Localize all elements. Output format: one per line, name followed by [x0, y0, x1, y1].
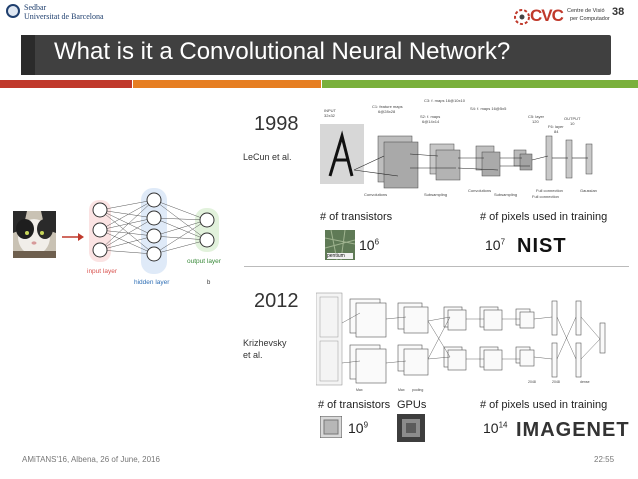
svg-text:S4: f. maps 16@5x5: S4: f. maps 16@5x5 — [470, 106, 507, 111]
svg-text:C1: feature maps: C1: feature maps — [372, 104, 403, 109]
stripe-green — [322, 80, 638, 88]
svg-text:84: 84 — [554, 129, 559, 134]
pentium-chip-image — [324, 229, 356, 261]
transistors-value-1998: 106 — [359, 237, 379, 253]
svg-text:Convolutions: Convolutions — [468, 188, 491, 193]
year-2012: 2012 — [254, 290, 299, 312]
svg-text:120: 120 — [532, 119, 539, 124]
cvc-wordmark: CVC — [530, 6, 564, 25]
pixels-value-2012: 1014 — [483, 420, 507, 436]
svg-text:Gaussian: Gaussian — [580, 188, 597, 193]
pixels-exp-2012: 14 — [498, 420, 508, 430]
svg-text:Convolutions: Convolutions — [364, 192, 387, 197]
transistors-base-1998: 10 — [359, 237, 375, 253]
transistors-label-2012: # of transistors — [318, 399, 391, 411]
neural-network-diagram — [85, 186, 235, 288]
transistors-value-2012: 109 — [348, 420, 368, 436]
svg-text:Max: Max — [398, 388, 405, 392]
title-accent — [21, 35, 35, 75]
cvc-subtitle-2: per Computador — [570, 16, 610, 22]
transistors-label-1998: # of transistors — [320, 211, 393, 223]
transistors-exp-1998: 6 — [374, 237, 380, 247]
gpu-chip-image — [397, 414, 425, 442]
svg-text:Subsampling: Subsampling — [424, 192, 447, 197]
svg-text:INPUT: INPUT — [324, 108, 337, 113]
svg-text:Full connection: Full connection — [532, 194, 559, 199]
svg-text:6@14x14: 6@14x14 — [422, 119, 440, 124]
stripe-red — [0, 80, 132, 88]
footer-time: 22:55 — [594, 455, 615, 464]
arrow-icon — [62, 229, 84, 247]
title-bar — [21, 35, 611, 75]
svg-text:32x32: 32x32 — [324, 113, 336, 118]
transistors-exp-2012: 9 — [363, 420, 369, 430]
svg-text:dense: dense — [580, 380, 590, 384]
stripe-orange — [133, 80, 321, 88]
cvc-logo-mark-icon — [514, 9, 530, 25]
svg-text:2048: 2048 — [528, 380, 536, 384]
output-layer-label: output layer — [187, 258, 221, 265]
alexnet-figure: Max Max pooling 2048 2048 dense — [315, 283, 630, 395]
hidden-layer-label: hidden layer — [134, 279, 170, 286]
svg-text:Subsampling: Subsampling — [494, 192, 517, 197]
pixels-label-2012: # of pixels used in training — [480, 399, 608, 411]
transistors-base-2012: 10 — [348, 420, 364, 436]
author-krizhevsky-line1: Krizhevsky — [243, 338, 287, 348]
b-label: b — [207, 280, 211, 286]
cvc-subtitle-1: Centre de Visió — [567, 8, 605, 14]
svg-text:10: 10 — [570, 121, 575, 126]
footer-event: AMiTANS'16, Albena, 26 of June, 2016 — [22, 455, 160, 464]
svg-text:Max: Max — [356, 388, 363, 392]
cvc-logo — [512, 4, 618, 30]
university-seal-icon — [6, 4, 20, 18]
pixels-label-1998: # of pixels used in training — [480, 211, 608, 223]
pixels-exp-1998: 7 — [500, 237, 506, 247]
svg-text:C3: f. maps 16@10x10: C3: f. maps 16@10x10 — [424, 98, 466, 103]
university-name: Universitat de Barcelona — [24, 12, 104, 21]
year-1998: 1998 — [254, 113, 299, 135]
input-layer-label: input layer — [87, 268, 117, 275]
slide-title: What is it a Convolutional Neural Networ… — [54, 38, 511, 65]
cpu-chip-image — [319, 415, 343, 439]
university-name-line0: Sedbar — [24, 3, 47, 12]
imagenet-logo: IMAGENET — [516, 419, 630, 441]
gpus-label: GPUs — [397, 399, 427, 411]
panel-divider — [244, 266, 629, 267]
svg-text:OUTPUT: OUTPUT — [564, 116, 581, 121]
svg-text:2048: 2048 — [552, 380, 560, 384]
svg-text:F6: layer: F6: layer — [548, 124, 564, 129]
svg-text:pooling: pooling — [412, 388, 423, 392]
svg-text:S2: f. maps: S2: f. maps — [420, 114, 440, 119]
slide-number: 38 — [612, 6, 625, 18]
svg-text:C5: layer: C5: layer — [528, 114, 545, 119]
author-krizhevsky-line2: et al. — [243, 350, 263, 360]
author-lecun: LeCun et al. — [243, 152, 292, 162]
cat-image — [13, 211, 56, 258]
pentium-label: pentium — [327, 253, 345, 259]
pixels-value-1998: 107 — [485, 237, 505, 253]
svg-text:Full connection: Full connection — [536, 188, 563, 193]
nist-logo: NIST — [517, 235, 567, 257]
pixels-base-2012: 10 — [483, 420, 499, 436]
svg-text:6@28x28: 6@28x28 — [378, 109, 396, 114]
pixels-base-1998: 10 — [485, 237, 501, 253]
